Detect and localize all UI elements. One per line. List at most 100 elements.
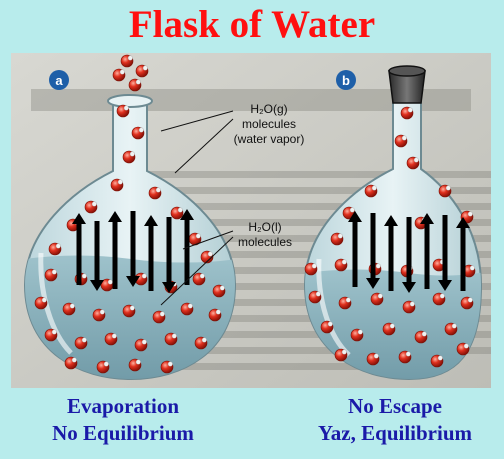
molecule-b-6-hydrogen — [467, 211, 473, 217]
molecule-a-15-hydrogen — [51, 269, 57, 275]
molecule-a-27-hydrogen — [187, 303, 193, 309]
molecule-a-31-hydrogen — [111, 333, 117, 339]
molecule-b-7-hydrogen — [337, 233, 343, 239]
molecule-a-8-hydrogen — [155, 187, 161, 193]
molecule-a-33-hydrogen — [171, 333, 177, 339]
molecule-a-16-hydrogen — [81, 273, 87, 279]
flask-b-arrows — [348, 211, 470, 293]
molecule-b-14-hydrogen — [469, 265, 475, 271]
arrow-a-5-head — [162, 282, 176, 293]
molecule-b-27-hydrogen — [373, 353, 379, 359]
molecule-a-34-hydrogen — [201, 337, 207, 343]
gas-label-line3: (water vapor) — [234, 132, 305, 146]
molecule-a-3-hydrogen — [135, 79, 141, 85]
molecule-b-15-hydrogen — [315, 291, 321, 297]
badge-b-letter: b — [342, 73, 350, 88]
molecule-a-29-hydrogen — [51, 329, 57, 335]
caption-left: Evaporation No Equilibrium — [28, 393, 218, 447]
leader-lines — [160, 110, 234, 306]
arrow-b-6-head — [456, 217, 470, 228]
caption-left-line2: No Equilibrium — [52, 421, 194, 445]
molecule-a-13-hydrogen — [55, 243, 61, 249]
molecule-a-12-hydrogen — [195, 233, 201, 239]
molecule-b-10-hydrogen — [341, 259, 347, 265]
liquid-label-line2: molecules — [238, 235, 292, 249]
molecule-b-17-hydrogen — [377, 293, 383, 299]
molecule-b-4-hydrogen — [445, 185, 451, 191]
molecule-a-14-hydrogen — [207, 251, 213, 257]
molecule-a-9-hydrogen — [91, 201, 97, 207]
molecule-a-38-hydrogen — [167, 361, 173, 367]
molecule-a-11-hydrogen — [177, 207, 183, 213]
molecule-b-9-hydrogen — [311, 263, 317, 269]
molecule-b-23-hydrogen — [389, 323, 395, 329]
badge-b: b — [336, 70, 356, 90]
molecule-a-20-hydrogen — [199, 273, 205, 279]
molecule-b-18-hydrogen — [409, 301, 415, 307]
molecule-a-30-hydrogen — [81, 337, 87, 343]
gas-label: H₂O(g) molecules (water vapor) — [234, 102, 305, 146]
arrow-a-4-head — [144, 215, 158, 226]
badge-a-letter: a — [55, 73, 63, 88]
caption-right-line2: Yaz, Equilibrium — [317, 421, 473, 445]
flask-a-mouth — [107, 94, 153, 108]
molecule-a-25-hydrogen — [129, 305, 135, 311]
molecule-a-6-hydrogen — [129, 151, 135, 157]
molecule-b-21-hydrogen — [327, 321, 333, 327]
arrow-a-6-head — [180, 209, 194, 220]
molecule-b-22-hydrogen — [357, 329, 363, 335]
molecule-a-1-hydrogen — [142, 65, 148, 71]
arrow-a-3-head — [126, 276, 140, 287]
flask-a-arrows — [72, 209, 194, 293]
molecule-a-22-hydrogen — [41, 297, 47, 303]
molecule-a-5-hydrogen — [138, 127, 144, 133]
molecule-b-5-hydrogen — [349, 207, 355, 213]
flask-illustration: a b H₂O(g) molecules (water vapor) H₂O(l… — [11, 53, 491, 388]
arrow-b-3-head — [402, 282, 416, 293]
molecule-b-2-hydrogen — [413, 157, 419, 163]
molecule-a-23-hydrogen — [69, 303, 75, 309]
molecule-b-1-hydrogen — [401, 135, 407, 141]
molecule-b-0-hydrogen — [407, 107, 413, 113]
molecule-b-26-hydrogen — [341, 349, 347, 355]
molecule-a-7-hydrogen — [117, 179, 123, 185]
caption-left-line1: Evaporation — [66, 394, 179, 418]
molecule-a-24-hydrogen — [99, 309, 105, 315]
molecule-b-29-hydrogen — [437, 355, 443, 361]
arrow-b-0-head — [348, 211, 362, 222]
molecule-b-25-hydrogen — [451, 323, 457, 329]
molecule-a-18-hydrogen — [141, 273, 147, 279]
molecule-b-20-hydrogen — [467, 297, 473, 303]
molecule-b-16-hydrogen — [345, 297, 351, 303]
molecule-b-30-hydrogen — [463, 343, 469, 349]
flask-b-molecules — [304, 106, 476, 368]
arrow-a-2-head — [108, 211, 122, 222]
molecule-a-36-hydrogen — [103, 361, 109, 367]
page-title: Flask of Water — [128, 3, 376, 46]
molecule-a-2-hydrogen — [119, 69, 125, 75]
molecule-a-4-hydrogen — [123, 105, 129, 111]
molecule-a-21-hydrogen — [219, 285, 225, 291]
molecule-a-17-hydrogen — [107, 279, 113, 285]
arrow-b-2-head — [384, 215, 398, 226]
gas-label-line1: H₂O(g) — [250, 102, 287, 116]
arrow-a-1-head — [90, 280, 104, 291]
arrow-b-1-head — [366, 278, 380, 289]
liquid-label: H₂O(l) molecules — [238, 220, 292, 249]
molecule-a-32-hydrogen — [141, 339, 147, 345]
molecule-b-24-hydrogen — [421, 331, 427, 337]
molecule-b-19-hydrogen — [439, 293, 445, 299]
molecule-b-3-hydrogen — [371, 185, 377, 191]
molecule-a-0-hydrogen — [127, 55, 133, 61]
flask-figure: a b H₂O(g) molecules (water vapor) H₂O(l… — [11, 53, 491, 388]
molecule-a-28-hydrogen — [215, 309, 221, 315]
gas-label-line2: molecules — [242, 117, 296, 131]
molecule-b-28-hydrogen — [405, 351, 411, 357]
caption-right-line1: No Escape — [348, 394, 442, 418]
molecule-b-11-hydrogen — [375, 263, 381, 269]
arrow-b-5-head — [438, 280, 452, 291]
arrow-a-0-head — [72, 213, 86, 224]
molecule-a-37-hydrogen — [135, 359, 141, 365]
molecule-a-26-hydrogen — [159, 311, 165, 317]
molecule-a-35-hydrogen — [71, 357, 77, 363]
